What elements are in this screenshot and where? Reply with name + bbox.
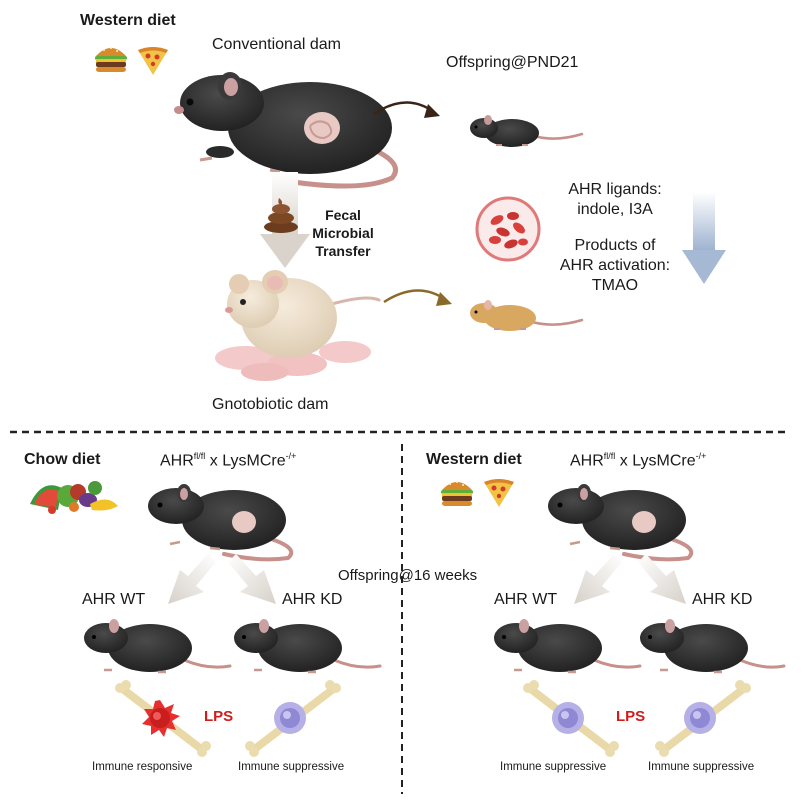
left-parent-mouse	[148, 484, 294, 562]
left-genotype-label: AHRfl/fl x LysMCre-/+	[160, 451, 297, 470]
right-genotype-label: AHRfl/fl x LysMCre-/+	[570, 451, 707, 470]
right-kd-label: AHR KD	[692, 591, 753, 608]
right-wt-bone-cell	[523, 680, 619, 757]
right-kd-mouse	[640, 619, 786, 674]
right-kd-response: Immune suppressive	[648, 761, 755, 773]
curved-arrow-gnoto	[383, 289, 452, 306]
left-wt-response: Immune responsive	[92, 761, 193, 773]
left-kd-label: AHR KD	[282, 591, 343, 608]
right-lps-label: LPS	[616, 708, 646, 725]
ahr-products-label: Products of AHR activation: TMAO	[559, 237, 671, 294]
left-wt-bone-cell	[115, 680, 211, 757]
top-diet-label: Western diet	[80, 12, 176, 29]
gnoto-offspring-mouse	[470, 300, 584, 331]
left-kd-response: Immune suppressive	[238, 761, 345, 773]
right-wt-mouse	[494, 619, 642, 674]
chow-food-icon	[30, 481, 118, 514]
left-diet-label: Chow diet	[24, 451, 101, 468]
right-parent-mouse	[548, 484, 694, 562]
left-arrow-wt	[168, 554, 216, 604]
offspring-pnd21-mouse	[470, 115, 584, 147]
fecal-transfer-label: Fecal Microbial Transfer	[312, 207, 374, 259]
right-wt-label: AHR WT	[494, 591, 558, 608]
left-kd-mouse	[234, 619, 382, 674]
pizza-icon	[138, 47, 168, 75]
burger-icon	[95, 47, 127, 72]
right-wt-response: Immune suppressive	[500, 761, 607, 773]
conventional-dam-mouse	[174, 72, 398, 189]
blood-cells-icon	[475, 196, 541, 262]
curved-arrow-offspring	[373, 101, 440, 118]
horizontal-divider	[10, 430, 790, 434]
offspring-pnd21-label: Offspring@PND21	[446, 54, 579, 71]
right-diet-label: Western diet	[426, 451, 522, 468]
right-burger-icon	[441, 481, 473, 506]
left-lps-label: LPS	[204, 708, 234, 725]
feces-icon	[264, 198, 298, 233]
right-arrow-wt	[574, 554, 622, 604]
offspring-16wk-label: Offspring@16 weeks	[338, 567, 478, 584]
left-kd-bone-cell	[245, 680, 341, 757]
right-kd-bone-cell	[655, 680, 751, 757]
down-arrow-blue	[682, 192, 726, 284]
gnotobiotic-dam-mouse	[215, 270, 381, 381]
vertical-divider	[401, 444, 403, 794]
ahr-ligands-label: AHR ligands: indole, I3A	[568, 181, 662, 218]
left-wt-label: AHR WT	[82, 591, 146, 608]
left-wt-mouse	[84, 619, 232, 674]
right-arrow-kd	[638, 554, 686, 604]
conventional-dam-label: Conventional dam	[212, 36, 341, 53]
gnotobiotic-dam-label: Gnotobiotic dam	[212, 396, 329, 413]
left-arrow-kd	[228, 554, 276, 604]
right-pizza-icon	[484, 479, 514, 507]
